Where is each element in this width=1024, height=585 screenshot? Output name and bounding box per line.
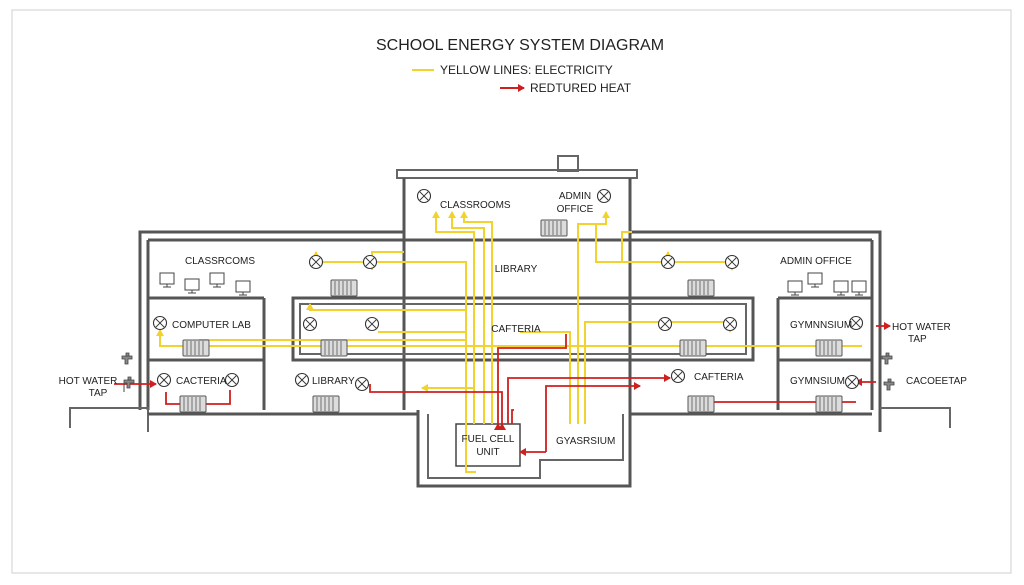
radiator-icon	[815, 339, 843, 357]
room-labels: CLASSROOMS ADMIN OFFICE LIBRARY CLASSRCO…	[172, 191, 852, 458]
lamp-icon	[224, 372, 240, 388]
radiator-icon	[815, 395, 843, 413]
radiator-icons	[179, 219, 843, 413]
computer-icon	[787, 280, 803, 296]
lamp-icon	[152, 315, 168, 331]
tap-icon	[881, 352, 893, 365]
lamp-icon	[844, 374, 860, 390]
radiator-icon	[179, 395, 207, 413]
frame-border	[11, 9, 1012, 574]
label-fuel-cell-2: UNIT	[476, 447, 499, 458]
label-classrooms-top: CLASSROOMS	[440, 200, 511, 211]
label-hot-water-left-1: HOT WATER	[59, 376, 118, 387]
lamp-icon	[302, 316, 318, 332]
legend-electricity-label: YELLOW LINES: ELECTRICITY	[440, 63, 613, 77]
radiator-icon	[330, 279, 358, 297]
label-gymnasium-lower: GYMNЅIUM	[790, 376, 845, 387]
label-admin-office-top-1: ADMIN	[559, 191, 591, 202]
tap-icon	[123, 376, 135, 389]
label-library-left: LIBRARY	[312, 376, 355, 387]
radiator-icon	[182, 339, 210, 357]
tap-labels: HOT WATER TAP HOT WATER TAP CACOEETAP	[59, 322, 968, 399]
label-hot-water-left-2: TAP	[89, 388, 108, 399]
lamp-icon	[657, 316, 673, 332]
computer-icon	[807, 272, 823, 288]
computer-icon	[159, 272, 175, 288]
computer-icon	[851, 280, 867, 296]
radiator-icon	[687, 395, 715, 413]
lamp-icon	[364, 316, 380, 332]
lamp-icon	[362, 254, 378, 270]
label-admin-office-top-2: OFFICE	[557, 204, 594, 215]
label-library-center: LIBRARY	[495, 264, 538, 275]
computer-icon	[235, 280, 251, 296]
radiator-icon	[687, 279, 715, 297]
lamp-icon	[596, 188, 612, 204]
label-admin-office-right: ADMIN OFFICE	[780, 256, 852, 267]
radiator-icon	[320, 339, 348, 357]
lamp-icon	[416, 188, 432, 204]
lamp-icon	[308, 254, 324, 270]
lamp-icon	[724, 254, 740, 270]
computer-icon	[833, 280, 849, 296]
lamp-icon	[722, 316, 738, 332]
lamp-icon	[670, 368, 686, 384]
label-gymnasium-upper: GYMNNSIUM	[790, 320, 852, 331]
label-tap-right-lower: CACOEETAP	[906, 376, 967, 387]
computer-icon	[184, 278, 200, 294]
legend-heat-label: REDTURED HEAT	[530, 81, 632, 95]
label-hot-water-right-2: TAP	[908, 334, 927, 345]
label-cafeteria-left: CACTERIA	[176, 376, 227, 387]
label-cafeteria-center: CAFTERIA	[491, 324, 541, 335]
label-fuel-cell-1: FUEL CELL	[462, 434, 515, 445]
label-computer-lab: COMPUTER LAB	[172, 320, 251, 331]
label-hot-water-right-1: HOT WATER	[892, 322, 951, 333]
radiator-icon	[679, 339, 707, 357]
tap-icon	[883, 378, 895, 391]
tap-icon	[121, 352, 133, 365]
lamp-icon	[354, 376, 370, 392]
computer-icon	[209, 272, 225, 288]
lamp-icon	[660, 254, 676, 270]
computer-icons	[159, 272, 867, 296]
radiator-icon	[540, 219, 568, 237]
label-gymnasium-basement: GYASRSIUM	[556, 436, 615, 447]
lamp-icon	[294, 372, 310, 388]
lamp-icon	[156, 372, 172, 388]
label-cafeteria-right: CAFTERIA	[694, 372, 744, 383]
radiator-icon	[312, 395, 340, 413]
diagram-title: SCHOOL ENERGY SYSTEM DIAGRAM	[376, 37, 664, 54]
label-classrooms-left: CLASSRCOMS	[185, 256, 255, 267]
